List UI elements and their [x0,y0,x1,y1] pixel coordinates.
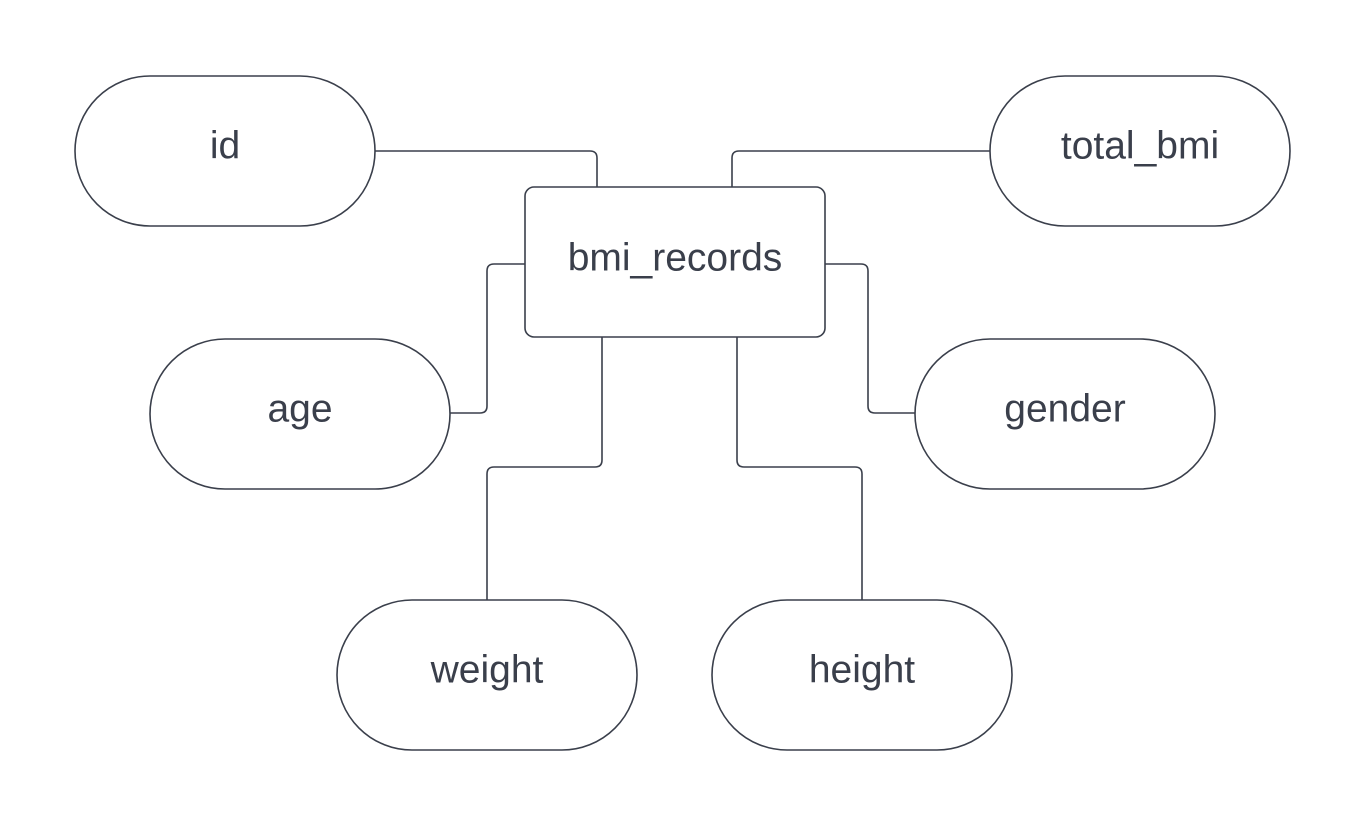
connector-total-bmi [731,150,990,187]
attribute-label: height [809,649,915,692]
connector-gender [825,263,915,414]
entity-label: bmi_records [568,237,783,280]
attribute-label: age [267,388,332,431]
attribute-height[interactable]: height [711,599,1013,751]
attribute-gender[interactable]: gender [914,338,1216,490]
attribute-shape [74,75,376,227]
connectors [375,150,990,600]
attribute-label: gender [1004,388,1125,431]
attribute-shape [914,338,1216,490]
attribute-weight[interactable]: weight [336,599,638,751]
attribute-shape [989,75,1291,227]
attribute-shape [149,338,451,490]
connector-age [450,263,525,414]
attribute-shape [336,599,638,751]
connector-height [736,337,863,600]
connector-weight [486,337,603,600]
attribute-label: id [210,125,240,168]
attribute-total-bmi[interactable]: total_bmi [989,75,1291,227]
attribute-id[interactable]: id [74,75,376,227]
entity-bmi-records[interactable]: bmi_records [524,186,826,338]
attribute-label: weight [430,649,544,692]
attribute-label: total_bmi [1061,125,1219,168]
attribute-shape [711,599,1013,751]
attribute-age[interactable]: age [149,338,451,490]
entity-box [524,186,826,338]
connector-id [375,150,598,187]
